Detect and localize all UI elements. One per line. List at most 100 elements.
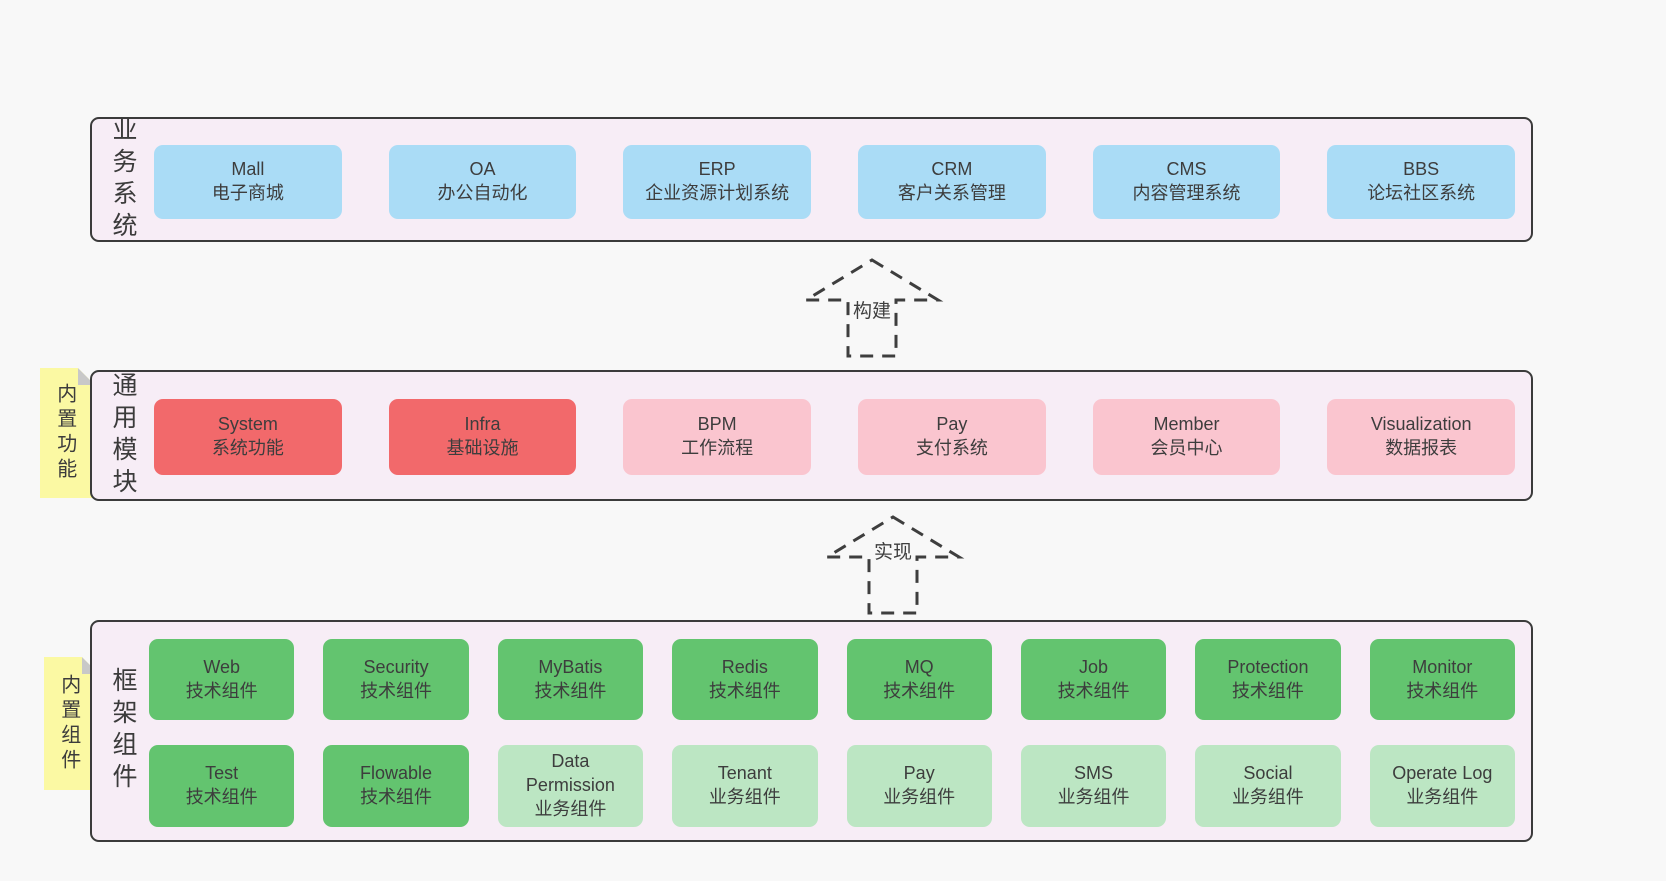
box-subtitle: 技术组件 bbox=[185, 680, 258, 701]
box-subtitle: 内容管理系统 bbox=[1132, 183, 1241, 203]
component-box-redis: Redis 技术组件 bbox=[672, 639, 818, 720]
component-box-job: Job 技术组件 bbox=[1020, 639, 1167, 720]
build-arrow-label: 构建 bbox=[852, 301, 891, 322]
component-box-test: Test 技术组件 bbox=[149, 745, 295, 827]
box-title: Data Permission bbox=[525, 751, 615, 796]
component-box-flowable: Flowable 技术组件 bbox=[323, 745, 469, 827]
builtin-features-tab-label: 内置功能 bbox=[53, 383, 76, 483]
builtin-components-tab: 内置组件 bbox=[44, 657, 99, 790]
box-title: Pay bbox=[903, 763, 935, 784]
module-box-visualization: Visualization 数据报表 bbox=[1327, 399, 1516, 475]
component-box-data-permission: Data Permission 业务组件 bbox=[497, 745, 644, 827]
business-section-label: 业务系统 bbox=[109, 115, 137, 244]
box-title: Visualization bbox=[1370, 414, 1472, 435]
box-title: ERP bbox=[698, 159, 736, 180]
module-box-pay: Pay 支付系统 bbox=[858, 399, 1046, 475]
modules-box-row: System 系统功能 Infra 基础设施 BPM 工作流程 Pay 支付系统… bbox=[154, 399, 1516, 475]
box-title: Security bbox=[363, 656, 429, 677]
box-title: Infra bbox=[464, 414, 501, 435]
box-title: Test bbox=[205, 763, 239, 784]
build-arrow-up-icon bbox=[800, 258, 944, 358]
component-box-sms: SMS 业务组件 bbox=[1020, 745, 1167, 827]
box-title: Monitor bbox=[1412, 656, 1473, 677]
box-subtitle: 业务组件 bbox=[1406, 787, 1479, 807]
module-box-bpm: BPM 工作流程 bbox=[623, 399, 812, 475]
modules-section-label: 通用模块 bbox=[109, 371, 137, 500]
business-box-mall: Mall 电子商城 bbox=[154, 145, 342, 219]
business-box-crm: CRM 客户关系管理 bbox=[858, 145, 1046, 219]
box-title: CMS bbox=[1166, 159, 1207, 180]
component-box-tenant: Tenant 业务组件 bbox=[672, 745, 818, 827]
box-subtitle: 业务组件 bbox=[708, 787, 781, 807]
box-subtitle: 业务组件 bbox=[1057, 787, 1130, 807]
box-subtitle: 业务组件 bbox=[534, 798, 607, 819]
implement-arrow-label: 实现 bbox=[873, 542, 912, 563]
component-box-operate-log: Operate Log 业务组件 bbox=[1369, 745, 1515, 827]
box-subtitle: 企业资源计划系统 bbox=[645, 183, 790, 203]
box-title: Member bbox=[1153, 414, 1220, 435]
box-title: Social bbox=[1243, 763, 1293, 784]
box-title: Redis bbox=[721, 656, 768, 677]
box-title: System bbox=[217, 414, 278, 435]
box-subtitle: 办公自动化 bbox=[437, 183, 528, 203]
box-title: BBS bbox=[1403, 159, 1440, 180]
box-subtitle: 技术组件 bbox=[883, 680, 956, 701]
component-box-protection: Protection 技术组件 bbox=[1195, 639, 1341, 720]
box-subtitle: 技术组件 bbox=[1406, 680, 1479, 701]
box-subtitle: 技术组件 bbox=[360, 680, 433, 701]
box-title: Job bbox=[1079, 656, 1109, 677]
box-title: Protection bbox=[1227, 656, 1309, 677]
business-box-erp: ERP 企业资源计划系统 bbox=[623, 145, 812, 219]
components-box-row-1: Web 技术组件 Security 技术组件 MyBatis 技术组件 Redi… bbox=[149, 639, 1515, 720]
builtin-features-tab: 内置功能 bbox=[40, 368, 95, 498]
components-section-label: 框架组件 bbox=[109, 667, 137, 795]
box-title: Mall bbox=[231, 159, 265, 180]
component-box-pay: Pay 业务组件 bbox=[846, 745, 992, 827]
box-subtitle: 业务组件 bbox=[883, 787, 956, 807]
box-subtitle: 技术组件 bbox=[360, 787, 433, 807]
implement-arrow-up-icon bbox=[821, 515, 965, 615]
box-subtitle: 客户关系管理 bbox=[897, 183, 1006, 203]
box-subtitle: 基础设施 bbox=[446, 438, 519, 458]
box-title: MyBatis bbox=[538, 656, 603, 677]
business-systems-section: 业务系统 Mall 电子商城 OA 办公自动化 ERP 企业资源计划系统 CRM… bbox=[90, 115, 1533, 244]
box-subtitle: 数据报表 bbox=[1385, 438, 1458, 458]
component-box-web: Web 技术组件 bbox=[149, 639, 295, 720]
business-box-row: Mall 电子商城 OA 办公自动化 ERP 企业资源计划系统 CRM 客户关系… bbox=[154, 145, 1516, 219]
box-subtitle: 技术组件 bbox=[1057, 680, 1130, 701]
components-box-row-2: Test 技术组件 Flowable 技术组件 Data Permission … bbox=[149, 745, 1515, 827]
component-box-monitor: Monitor 技术组件 bbox=[1369, 639, 1515, 720]
builtin-components-tab-label: 内置组件 bbox=[57, 673, 80, 774]
business-box-cms: CMS 内容管理系统 bbox=[1092, 145, 1281, 219]
framework-components-section: 框架组件 Web 技术组件 Security 技术组件 MyBatis 技术组件… bbox=[90, 620, 1533, 842]
box-subtitle: 工作流程 bbox=[681, 438, 754, 458]
module-box-system: System 系统功能 bbox=[154, 399, 342, 475]
box-title: OA bbox=[469, 159, 496, 180]
box-title: Flowable bbox=[360, 763, 433, 784]
box-subtitle: 技术组件 bbox=[708, 680, 781, 701]
box-title: SMS bbox=[1074, 763, 1114, 784]
component-box-social: Social 业务组件 bbox=[1195, 745, 1341, 827]
box-subtitle: 系统功能 bbox=[211, 438, 284, 458]
business-box-oa: OA 办公自动化 bbox=[388, 145, 577, 219]
component-box-mybatis: MyBatis 技术组件 bbox=[497, 639, 644, 720]
component-box-security: Security 技术组件 bbox=[323, 639, 469, 720]
box-subtitle: 会员中心 bbox=[1150, 438, 1223, 458]
box-subtitle: 论坛社区系统 bbox=[1367, 183, 1476, 203]
box-subtitle: 技术组件 bbox=[185, 787, 258, 807]
box-subtitle: 支付系统 bbox=[915, 438, 988, 458]
box-subtitle: 电子商城 bbox=[211, 183, 284, 203]
box-subtitle: 技术组件 bbox=[534, 680, 607, 701]
box-title: CRM bbox=[931, 159, 973, 180]
box-subtitle: 业务组件 bbox=[1231, 787, 1304, 807]
box-title: BPM bbox=[697, 414, 737, 435]
box-title: Operate Log bbox=[1392, 763, 1493, 784]
business-box-bbs: BBS 论坛社区系统 bbox=[1327, 145, 1516, 219]
box-title: Web bbox=[203, 656, 241, 677]
common-modules-section: 通用模块 System 系统功能 Infra 基础设施 BPM 工作流程 Pay… bbox=[90, 370, 1533, 501]
component-box-mq: MQ 技术组件 bbox=[846, 639, 992, 720]
box-title: MQ bbox=[904, 656, 934, 677]
box-title: Tenant bbox=[717, 763, 772, 784]
box-subtitle: 技术组件 bbox=[1231, 680, 1304, 701]
module-box-member: Member 会员中心 bbox=[1092, 399, 1281, 475]
